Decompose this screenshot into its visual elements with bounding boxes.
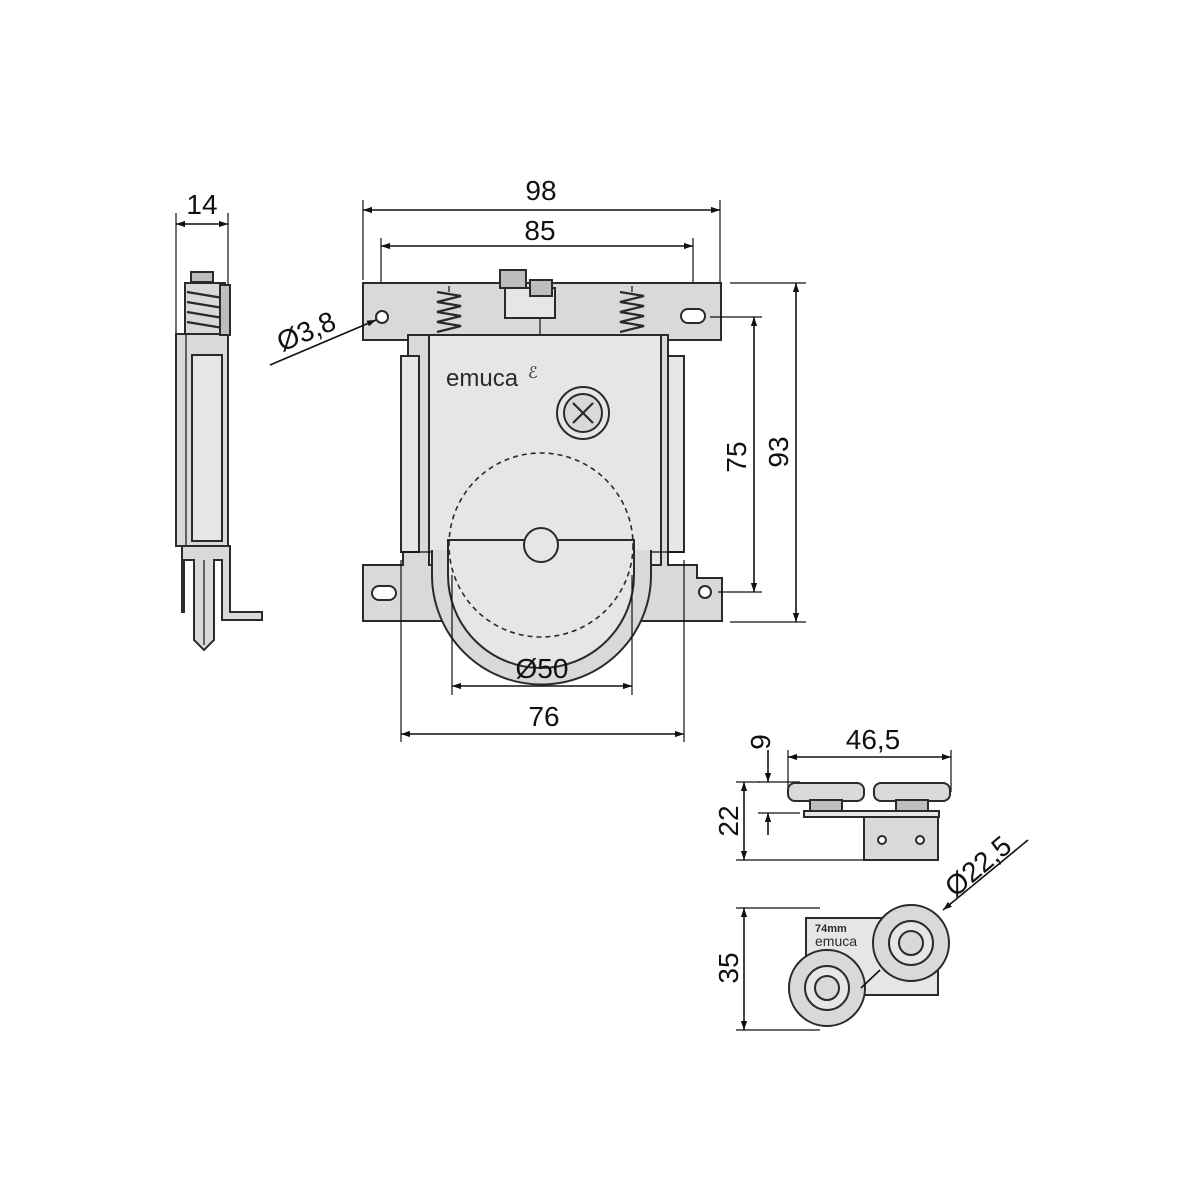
mount-spacing-dimension: 75 (710, 316, 762, 593)
front-view: 98 85 (269, 175, 806, 742)
guide-width-dimension: 46,5 (787, 724, 952, 792)
body-width-dimension: 76 (400, 560, 685, 742)
bottom-slot-left (371, 585, 397, 601)
side-width-dimension: 14 (175, 189, 229, 340)
hole-spacing-label: 85 (524, 215, 555, 246)
guide-wheel-small (788, 949, 866, 1027)
side-profile (175, 271, 263, 652)
guide-height-label: 22 (713, 805, 744, 836)
overall-width-dimension: 98 (362, 175, 721, 282)
wheel-axle (523, 527, 559, 563)
guide-wheel-diameter-label: Ø22,5 (939, 830, 1017, 903)
guide-height-dimension: 22 (713, 781, 868, 861)
guide-wheel-large (872, 904, 950, 982)
hole-diameter-callout: Ø3,8 (269, 305, 377, 366)
guide-small-height-dimension: 9 (745, 734, 800, 835)
main-wheel (431, 452, 652, 686)
guide-small-height-label: 9 (745, 734, 776, 750)
guide-depth-label: 35 (713, 952, 744, 983)
mounting-slot-right (680, 308, 706, 324)
guide-brand-logo: emuca (815, 933, 857, 949)
overall-height-dimension: 93 (730, 282, 806, 623)
overall-height-label: 93 (763, 436, 794, 467)
mounting-hole-left (375, 310, 389, 324)
brand-swirl-icon: ℰ (528, 365, 538, 382)
guide-width-label: 46,5 (846, 724, 901, 755)
overall-width-label: 98 (525, 175, 556, 206)
mount-spacing-label: 75 (721, 441, 752, 472)
wheel-diameter-label: Ø50 (516, 653, 569, 684)
body-width-label: 76 (528, 701, 559, 732)
guide-depth-dimension: 35 (713, 907, 820, 1031)
side-view: 14 (175, 189, 263, 652)
brand-logo: emuca (446, 365, 519, 392)
screw-icon (556, 386, 610, 440)
guide-side-view: 46,5 9 22 (713, 724, 952, 861)
spring-left (436, 286, 462, 334)
wheel-diameter-dimension: Ø50 (451, 575, 633, 695)
spring-right (619, 286, 645, 334)
bottom-hole-right (698, 585, 712, 599)
side-width-label: 14 (186, 189, 217, 220)
guide-size-text: 74mm (815, 923, 847, 935)
guide-bracket (863, 816, 939, 861)
